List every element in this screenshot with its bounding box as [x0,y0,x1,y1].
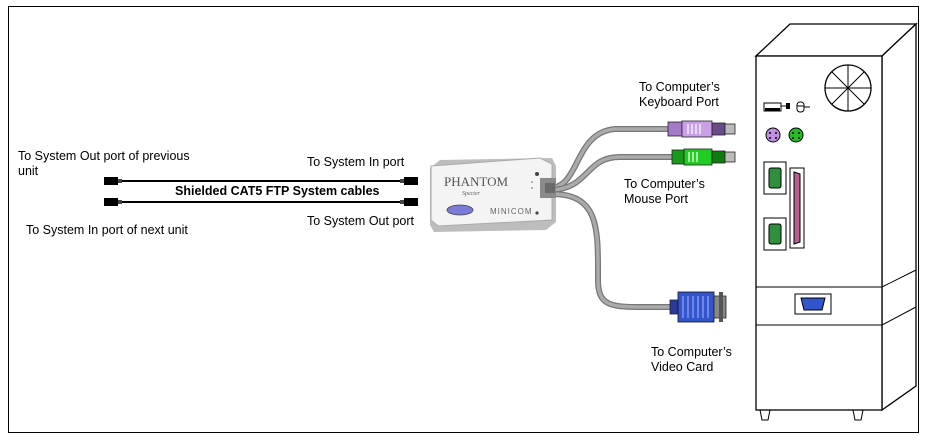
label-system-in-port: To System In port [307,155,405,169]
cat5-cable-upper [104,177,418,185]
video-port [794,293,832,315]
device-brand: PHANTOM [444,174,508,189]
mouse-plug [671,148,736,166]
mouse-icon [796,101,810,113]
label-keyboard-port: To Computer’s Keyboard Port [639,80,720,109]
ps2-keyboard-port [765,127,781,143]
label-system-out-prev: To System Out port of previous unit [18,149,190,178]
cat5-cable-lower [104,198,418,206]
diagram-frame [8,6,919,433]
parallel-port [789,167,805,249]
ps2-mouse-port [788,127,804,143]
cable-caption: Shielded CAT5 FTP System cables [175,184,380,198]
computer-tower [754,22,918,421]
keyboard-plug [667,120,736,138]
label-mouse-port: To Computer’s Mouse Port [624,177,705,206]
vga-plug [669,291,727,323]
device-cables [549,126,675,310]
keyboard-icon [763,102,790,112]
serial-port-2 [763,217,787,251]
label-system-out-port: To System Out port [307,214,414,228]
device-model: Specter [462,191,481,197]
label-video-card: To Computer’s Video Card [651,345,732,374]
phantom-device: PHANTOM Specter MINICOM [430,157,556,232]
label-system-in-next: To System In port of next unit [26,223,188,237]
device-maker: MINICOM [490,207,533,216]
fan-icon [824,64,872,112]
serial-port-1 [763,161,787,195]
